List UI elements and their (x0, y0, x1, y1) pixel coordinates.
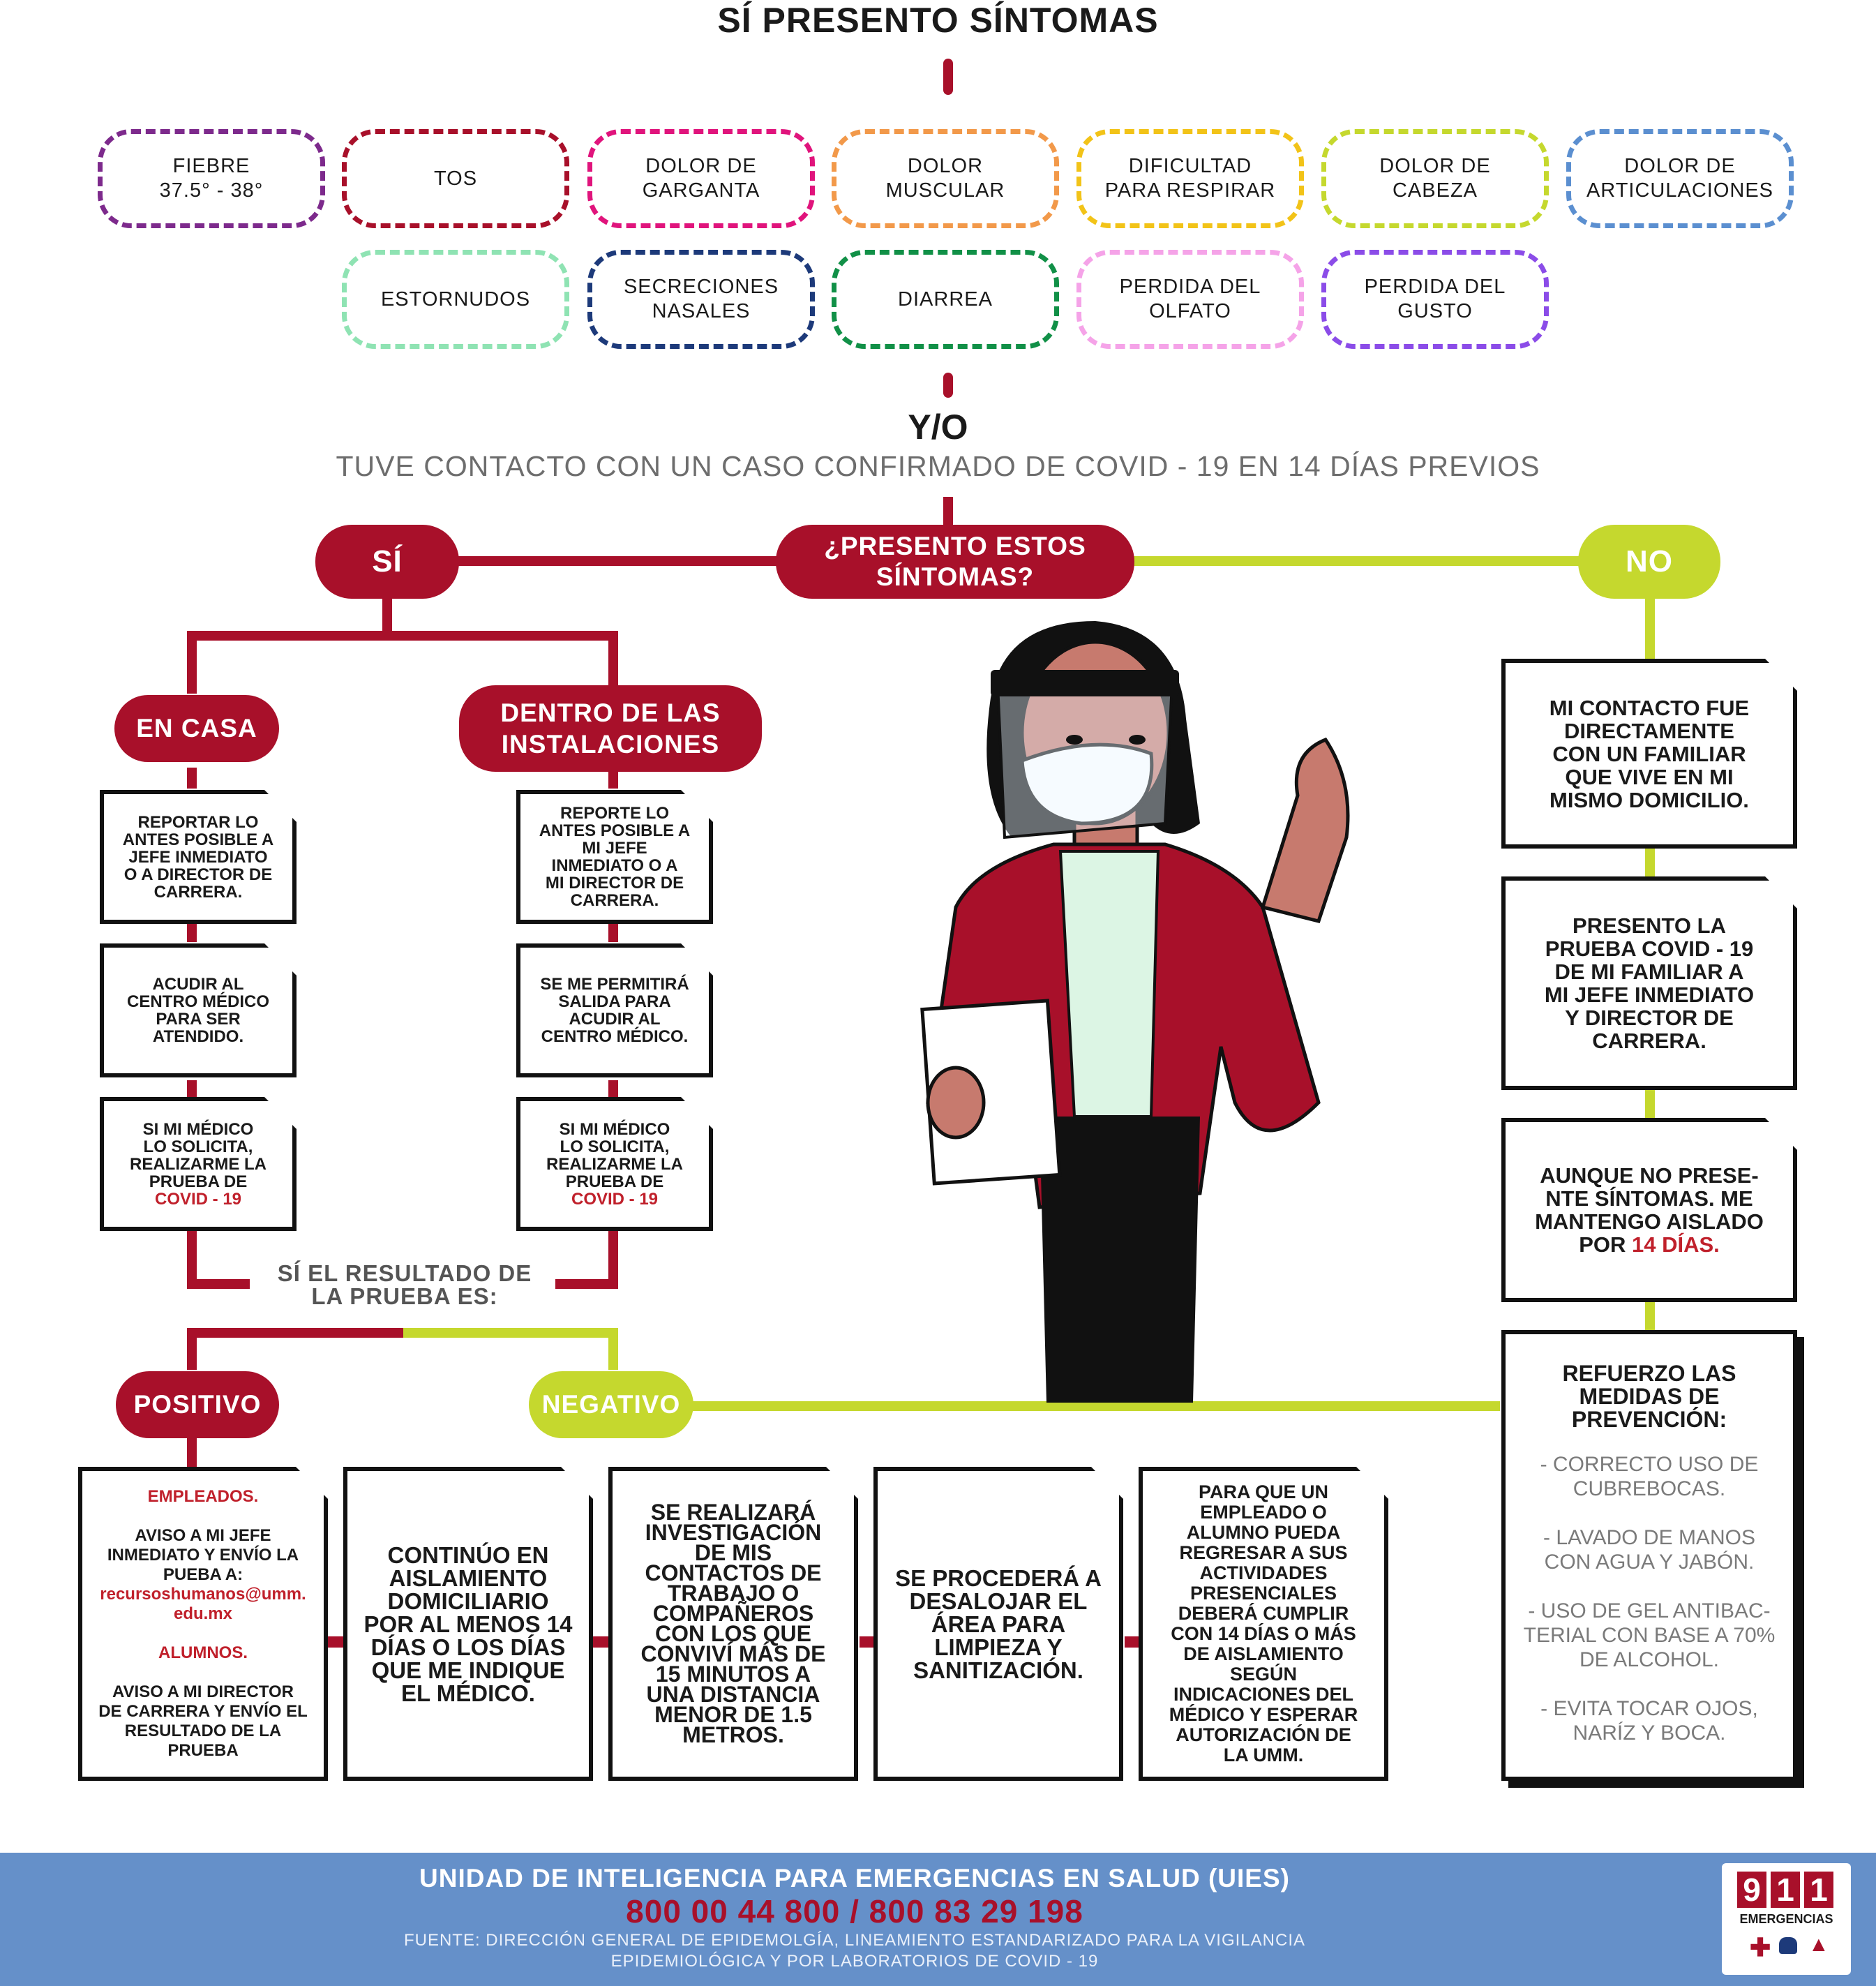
result-label: SÍ EL RESULTADO DE LA PRUEBA ES: (277, 1260, 532, 1309)
empleados-text: AVISO A MI JEFE INMEDIATO Y ENVÍO LA PUE… (107, 1526, 299, 1584)
en-casa-step-1: REPORTAR LO ANTES POSIBLE A JEFE INMEDIA… (100, 790, 297, 924)
page-title: SÍ PRESENTO SÍNTOMAS (717, 1, 1159, 40)
negativo-tag: NEGATIVO (529, 1371, 693, 1438)
symptom-label: FIEBRE 37.5° - 38° (159, 155, 264, 202)
logo-label: EMERGENCIAS (1739, 1912, 1833, 1926)
prevention-title: REFUERZO LAS MEDIDAS DE PREVENCIÓN: (1562, 1361, 1736, 1432)
bottom-step-4: PARA QUE UN EMPLEADO O ALUMNO PUEDA REGR… (1139, 1467, 1388, 1781)
symptom-label: DOLOR DE ARTICULACIONES (1586, 155, 1774, 202)
email-link[interactable]: recursoshumanos@umm. edu.mx (100, 1585, 306, 1623)
symptom-label: DOLOR DE CABEZA (1379, 155, 1491, 202)
no-tag: NO (1578, 525, 1720, 599)
symptom-pill: TOS (342, 129, 569, 228)
symptom-label: TOS (433, 167, 478, 190)
instalaciones-tag: DENTRO DE LAS INSTALACIONES (459, 685, 762, 772)
symptom-pill: DOLOR DE CABEZA (1321, 129, 1549, 228)
symptom-pill: DIARREA (832, 250, 1059, 349)
symptom-pill: PERDIDA DEL GUSTO (1321, 250, 1549, 349)
prevention-item-2: - LAVADO DE MANOS CON AGUA Y JABÓN. (1543, 1526, 1755, 1574)
symptom-label: PERDIDA DEL OLFATO (1119, 276, 1261, 322)
instalaciones-step-2: SE ME PERMITIRÁ SALIDA PARA ACUDIR AL CE… (516, 943, 713, 1077)
symptom-label: DIFICULTAD PARA RESPIRAR (1104, 155, 1276, 202)
symptom-pill: ESTORNUDOS (342, 250, 569, 349)
symptom-pill: FIEBRE 37.5° - 38° (98, 129, 325, 228)
symptom-pill: PERDIDA DEL OLFATO (1076, 250, 1304, 349)
isolation-highlight: 14 DÍAS. (1632, 1232, 1720, 1257)
en-casa-tag: EN CASA (114, 695, 279, 762)
en-casa-covid: COVID - 19 (154, 1189, 242, 1209)
en-casa-step-3-text: SI MI MÉDICO LO SOLICITA, REALIZARME LA … (130, 1119, 267, 1191)
bottom-step-3: SE PROCEDERÁ A DESALOJAR EL ÁREA PARA LI… (873, 1467, 1123, 1781)
cross-icon: ✚ (1750, 1933, 1771, 1962)
prevention-note: REFUERZO LAS MEDIDAS DE PREVENCIÓN: - CO… (1501, 1330, 1797, 1781)
alumnos-label: ALUMNOS. (158, 1643, 248, 1662)
symptom-label: DOLOR DE GARGANTA (642, 155, 760, 202)
symptom-pill: DOLOR DE ARTICULACIONES (1566, 129, 1794, 228)
question-tag: ¿PRESENTO ESTOS SÍNTOMAS? (776, 525, 1134, 599)
en-casa-step-3: SI MI MÉDICO LO SOLICITA, REALIZARME LA … (100, 1097, 297, 1231)
contact-text: TUVE CONTACTO CON UN CASO CONFIRMADO DE … (336, 450, 1540, 482)
isolation-text: AUNQUE NO PRESE- NTE SÍNTOMAS. ME MANTEN… (1535, 1163, 1764, 1257)
prevention-item-4: - EVITA TOCAR OJOS, NARÍZ Y BOCA. (1540, 1697, 1758, 1745)
footer-source: FUENTE: DIRECCIÓN GENERAL DE EPIDEMOLGÍA… (403, 1931, 1306, 1971)
instalaciones-step-3: SI MI MÉDICO LO SOLICITA, REALIZARME LA … (516, 1097, 713, 1231)
instalaciones-step-3-text: SI MI MÉDICO LO SOLICITA, REALIZARME LA … (546, 1119, 683, 1191)
logo-digit-9: 9 (1737, 1872, 1766, 1908)
symptom-label: DIARREA (898, 288, 993, 311)
prevention-item-3: - USO DE GEL ANTIBAC- TERIAL CON BASE A … (1523, 1599, 1776, 1671)
logo-digit-1b: 1 (1804, 1872, 1833, 1908)
symptom-label: DOLOR MUSCULAR (885, 155, 1005, 202)
positive-note: EMPLEADOS. AVISO A MI JEFE INMEDIATO Y E… (78, 1467, 328, 1781)
symptom-label: ESTORNUDOS (380, 288, 531, 311)
yes-tag: SÍ (315, 525, 459, 599)
bottom-step-2: SE REALIZARÁ INVESTIGACIÓN DE MIS CONTAC… (608, 1467, 858, 1781)
prevention-item-1: - CORRECTO USO DE CUBREBOCAS. (1540, 1453, 1759, 1500)
fire-icon: ▲ (1808, 1933, 1829, 1956)
logo-digit-1a: 1 (1771, 1872, 1800, 1908)
alumnos-text: AVISO A MI DIRECTOR DE CARRERA Y ENVÍO E… (98, 1682, 308, 1760)
no-step-isolation: AUNQUE NO PRESE- NTE SÍNTOMAS. ME MANTEN… (1501, 1118, 1797, 1302)
no-step-1: MI CONTACTO FUE DIRECTAMENTE CON UN FAMI… (1501, 659, 1797, 849)
symptom-pill: DIFICULTAD PARA RESPIRAR (1076, 129, 1304, 228)
emergencias-911-logo: 9 1 1 EMERGENCIAS ✚ ▲ (1722, 1863, 1851, 1975)
instalaciones-covid: COVID - 19 (571, 1189, 659, 1209)
woman-illustration (920, 621, 1350, 1403)
empleados-label: EMPLEADOS. (147, 1487, 259, 1506)
symptom-pill: DOLOR MUSCULAR (832, 129, 1059, 228)
symptom-pill: SECRECIONES NASALES (587, 250, 815, 349)
police-cap-icon (1779, 1937, 1797, 1954)
footer-phones[interactable]: 800 00 44 800 / 800 83 29 198 (626, 1893, 1083, 1929)
instalaciones-step-1: REPORTE LO ANTES POSIBLE A MI JEFE INMED… (516, 790, 713, 924)
and-or-label: Y/O (908, 408, 968, 447)
en-casa-step-2: ACUDIR AL CENTRO MÉDICO PARA SER ATENDID… (100, 943, 297, 1077)
symptom-pill: DOLOR DE GARGANTA (587, 129, 815, 228)
no-step-2: PRESENTO LA PRUEBA COVID - 19 DE MI FAMI… (1501, 876, 1797, 1090)
footer-bar (0, 1853, 1876, 1986)
bottom-step-1: CONTINÚO EN AISLAMIENTO DOMICILIARIO POR… (343, 1467, 593, 1781)
symptom-label: SECRECIONES NASALES (623, 276, 779, 322)
positivo-tag: POSITIVO (116, 1371, 279, 1438)
footer-title: UNIDAD DE INTELIGENCIA PARA EMERGENCIAS … (419, 1864, 1290, 1892)
symptom-label: PERDIDA DEL GUSTO (1364, 276, 1506, 322)
